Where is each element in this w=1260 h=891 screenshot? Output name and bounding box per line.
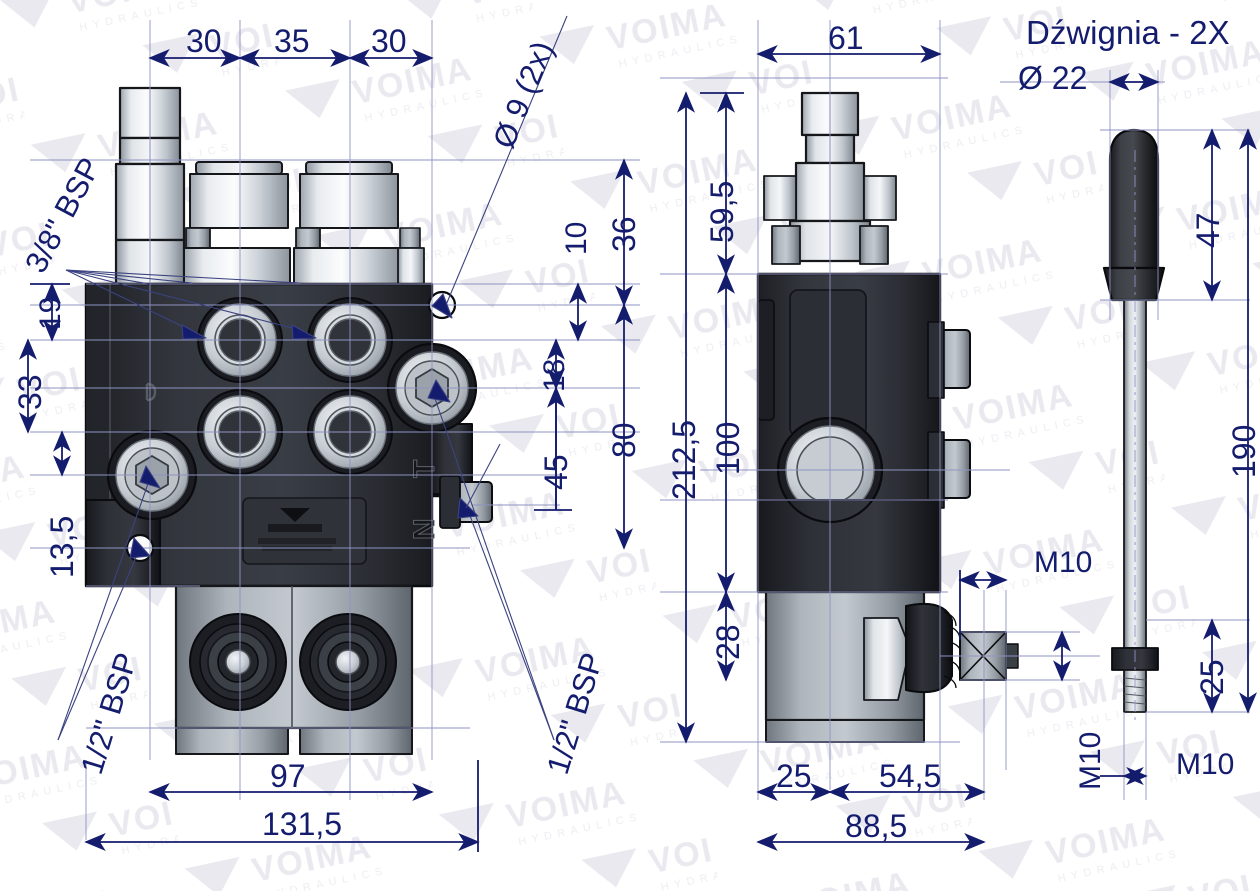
- dim-28: 28: [710, 624, 746, 660]
- cast-mark-n: N: [408, 518, 441, 540]
- dim-61: 61: [828, 20, 864, 56]
- dim-13-5: 13,5: [44, 515, 80, 578]
- dim-18: 18: [538, 358, 571, 392]
- side-valve-body: [756, 272, 971, 594]
- valve-body: T N: [84, 282, 493, 588]
- dim-dia-22: Ø 22: [1018, 60, 1088, 96]
- dim-131-5: 131,5: [262, 806, 343, 842]
- dim-33: 33: [12, 374, 48, 410]
- front-view-geometry: T N: [84, 86, 493, 755]
- lever-view-geometry: [1102, 128, 1166, 713]
- dim-19: 19: [34, 296, 67, 330]
- dim-54-5: 54,5: [879, 758, 942, 794]
- dim-36: 36: [606, 216, 642, 252]
- dim-top-30-right: 30: [371, 23, 407, 59]
- nameplate: [242, 497, 367, 565]
- side-view-geometry: [756, 91, 1019, 743]
- dim-top-35: 35: [274, 23, 310, 59]
- dim-100: 100: [710, 421, 746, 475]
- dim-25-lever: 25: [1194, 659, 1230, 695]
- lever-boot-assembly: [905, 602, 1019, 694]
- dim-88-5: 88,5: [845, 808, 908, 844]
- lever-title: Dźwignia - 2X: [1026, 14, 1230, 51]
- dim-190: 190: [1226, 424, 1260, 478]
- thread-m10-lever: M10: [1176, 748, 1235, 781]
- dim-59-5: 59,5: [704, 180, 740, 243]
- adjuster-cylinders: [183, 161, 425, 285]
- dim-80: 80: [606, 422, 642, 458]
- dim-97: 97: [270, 758, 306, 794]
- work-port-section: [174, 584, 414, 755]
- dim-47: 47: [1190, 212, 1226, 248]
- thread-m10-side-lower: M10: [1074, 731, 1107, 790]
- dim-10: 10: [560, 221, 593, 255]
- dim-top-30-left: 30: [186, 23, 222, 59]
- dim-212-5: 212,5: [666, 419, 702, 500]
- side-lower-section: [764, 590, 926, 743]
- dim-45: 45: [538, 454, 574, 490]
- thread-m10-side-upper: M10: [1034, 546, 1093, 579]
- dim-25-side: 25: [776, 758, 812, 794]
